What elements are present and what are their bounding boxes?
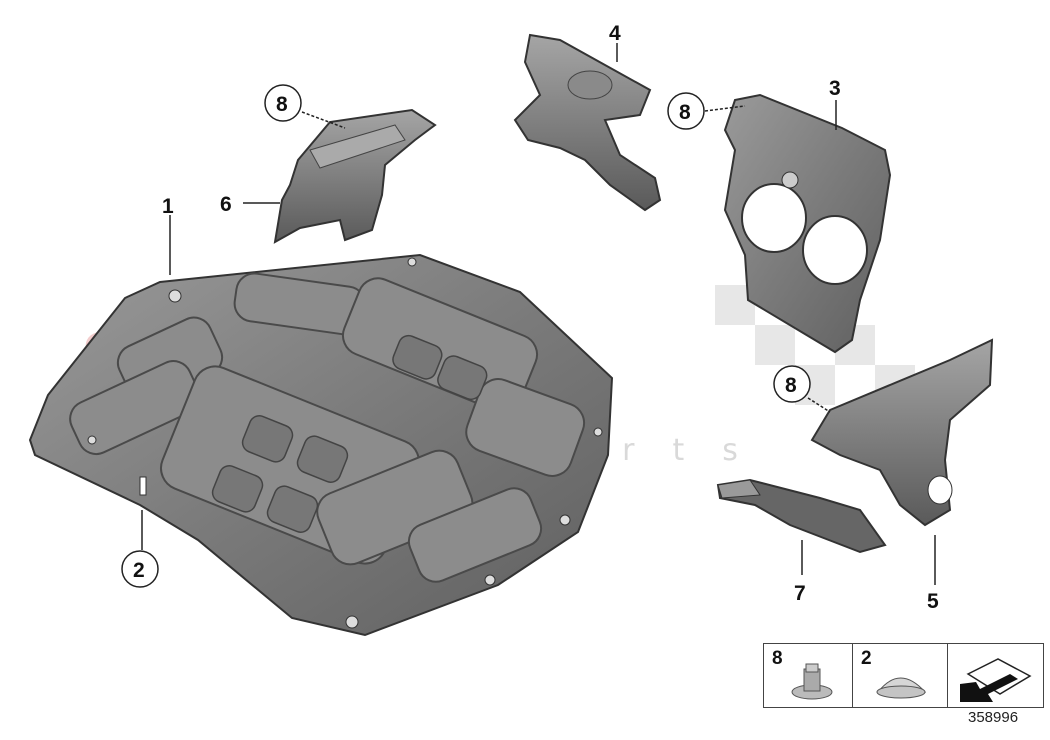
legend-number: 2 <box>861 648 872 669</box>
legend-number: 8 <box>772 648 783 669</box>
fastener-legend: 8 2 <box>763 643 1044 708</box>
callout-1: 1 <box>162 195 174 218</box>
diagram-id: 358996 <box>968 709 1019 726</box>
callout-2: 2 <box>133 559 145 582</box>
callout-4: 4 <box>609 22 621 45</box>
direction-arrow-icon <box>960 658 1032 702</box>
legend-cell-arrow <box>948 644 1043 707</box>
callouts: 1 2 3 4 5 6 7 8 8 8 <box>121 22 939 613</box>
part-7-plate <box>716 478 887 554</box>
part-5-bracket <box>810 338 994 527</box>
callout-8a: 8 <box>276 93 288 116</box>
callout-circle-8b <box>667 92 705 130</box>
legend-cell-cap: 2 <box>853 644 948 707</box>
part-1-underbody-panel <box>28 253 614 637</box>
leader-lines <box>141 43 936 585</box>
callout-circle-2 <box>121 550 159 588</box>
callout-5: 5 <box>927 590 939 613</box>
callout-8b: 8 <box>679 101 691 124</box>
part-4-bracket <box>513 33 662 212</box>
part-6-bracket <box>273 108 437 244</box>
callout-6: 6 <box>220 193 232 216</box>
round-cap-icon <box>876 677 927 699</box>
callout-3: 3 <box>829 77 841 100</box>
legend-cell-nut: 8 <box>764 644 853 707</box>
callout-7: 7 <box>794 582 806 605</box>
nut-with-washer-icon <box>791 663 833 700</box>
callout-circle-8a <box>264 84 302 122</box>
part-3-panel <box>723 93 892 354</box>
part-2-cap-position <box>139 476 147 496</box>
callout-8c: 8 <box>785 374 797 397</box>
callout-circle-8c <box>773 365 811 403</box>
